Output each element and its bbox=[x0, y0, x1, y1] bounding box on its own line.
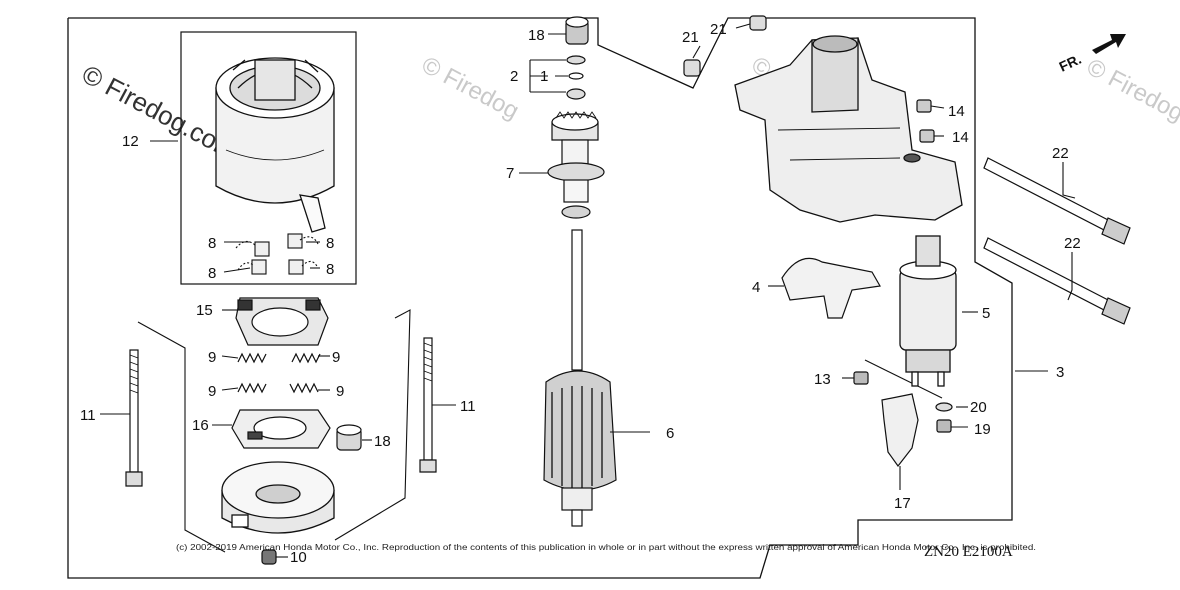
callout-13: 13 bbox=[814, 371, 831, 388]
callout-18-lower: 18 bbox=[374, 433, 391, 450]
callout-9-top-left: 9 bbox=[208, 349, 216, 366]
washer-20 bbox=[935, 402, 953, 412]
brush-springs bbox=[237, 352, 321, 394]
callout-17: 17 bbox=[894, 495, 911, 512]
yoke-assembly bbox=[215, 57, 335, 233]
callout-22-upper: 22 bbox=[1052, 145, 1069, 162]
callout-5: 5 bbox=[982, 305, 990, 322]
callout-8-bottom-left: 8 bbox=[208, 265, 216, 282]
bushing-lower bbox=[336, 424, 362, 451]
callout-7: 7 bbox=[506, 165, 514, 182]
callout-9-bottom-right: 9 bbox=[336, 383, 344, 400]
through-bolt-left bbox=[125, 349, 143, 487]
nut-10 bbox=[261, 549, 277, 565]
mounting-bolt-upper bbox=[983, 157, 1131, 245]
brush-holder bbox=[235, 297, 329, 346]
brush-set bbox=[235, 233, 319, 275]
nuts-14 bbox=[916, 99, 935, 143]
shift-lever bbox=[781, 257, 881, 319]
watermark-faint-1: © Firedog bbox=[417, 51, 523, 124]
callout-4: 4 bbox=[752, 279, 760, 296]
terminal-cover bbox=[881, 393, 919, 468]
nut-19 bbox=[936, 419, 952, 433]
callout-8-top-right: 8 bbox=[326, 235, 334, 252]
callout-3: 3 bbox=[1056, 364, 1064, 381]
callout-9-top-right: 9 bbox=[332, 349, 340, 366]
solenoid-group-outline bbox=[864, 359, 943, 399]
callout-6: 6 bbox=[666, 425, 674, 442]
assembly-outline bbox=[67, 17, 1013, 579]
nut-13 bbox=[853, 371, 869, 385]
callout-14-lower: 14 bbox=[952, 129, 969, 146]
callout-20: 20 bbox=[970, 399, 987, 416]
callout-10: 10 bbox=[290, 549, 307, 566]
bushing-upper bbox=[565, 16, 589, 45]
dowel-pins bbox=[683, 15, 767, 77]
rear-end-cover bbox=[221, 461, 335, 534]
callout-11-left: 11 bbox=[80, 407, 96, 424]
through-bolt-right bbox=[419, 337, 437, 473]
callout-9-bottom-left: 9 bbox=[208, 383, 216, 400]
mounting-bolt-lower bbox=[983, 237, 1131, 325]
solenoid bbox=[899, 235, 957, 387]
callout-22-lower: 22 bbox=[1064, 235, 1081, 252]
callout-1: 1 bbox=[540, 68, 548, 85]
callout-18-upper: 18 bbox=[528, 27, 545, 44]
watermark-faint-3: © Firedog bbox=[1082, 53, 1180, 126]
leader-lines bbox=[100, 23, 1076, 558]
callout-19: 19 bbox=[974, 421, 991, 438]
end-cover-group-outline-right bbox=[334, 309, 411, 541]
front-label: FR. bbox=[1057, 51, 1084, 75]
callout-16: 16 bbox=[192, 417, 209, 434]
callout-8-top-left: 8 bbox=[208, 235, 216, 252]
brush-plate bbox=[231, 409, 331, 449]
diagram-code: ZN20 E2100A bbox=[924, 544, 1013, 560]
callout-15: 15 bbox=[196, 302, 213, 319]
yoke-group-outline bbox=[180, 31, 357, 285]
callout-14-upper: 14 bbox=[948, 103, 965, 120]
callout-21-left: 21 bbox=[682, 29, 699, 46]
armature bbox=[543, 229, 617, 527]
callouts: 18 2 1 7 21 21 14 14 22 22 4 5 3 13 20 1… bbox=[80, 21, 1081, 566]
callout-8-bottom-right: 8 bbox=[326, 261, 334, 278]
callout-12: 12 bbox=[122, 133, 139, 150]
copyright-notice: (c) 2002-2019 American Honda Motor Co., … bbox=[176, 542, 1036, 552]
pinion-gear-assembly bbox=[547, 111, 605, 219]
callout-21-right: 21 bbox=[710, 21, 727, 38]
callout-11-right: 11 bbox=[460, 398, 476, 415]
drive-housing bbox=[734, 35, 963, 223]
end-cover-group-outline-left bbox=[137, 321, 226, 553]
callout-2: 2 bbox=[510, 68, 518, 85]
washers bbox=[566, 55, 586, 100]
